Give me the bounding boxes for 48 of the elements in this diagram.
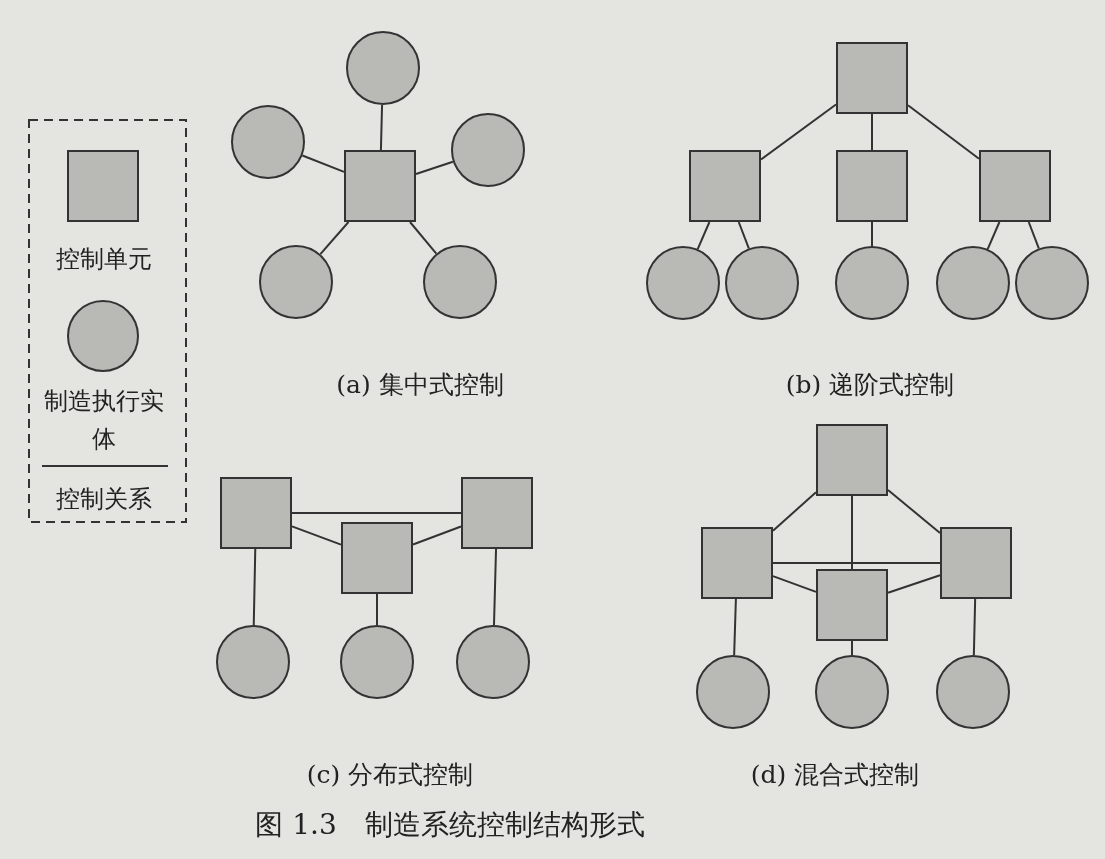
control-square xyxy=(816,569,888,641)
control-square xyxy=(816,424,888,496)
subfigure-caption: (c) 分布式控制 xyxy=(306,759,474,791)
connector-line xyxy=(252,548,257,626)
control-square xyxy=(836,42,908,114)
connector-line xyxy=(696,221,711,251)
control-square xyxy=(689,150,761,222)
connector-line xyxy=(1027,221,1040,250)
connector-line xyxy=(737,221,750,250)
control-square xyxy=(220,477,292,549)
connector-line xyxy=(379,104,384,151)
legend-label: 控制单元 xyxy=(55,244,153,275)
control-square xyxy=(979,150,1051,222)
connector-line xyxy=(851,640,853,656)
control-square xyxy=(701,527,773,599)
connector-line xyxy=(409,221,438,255)
connector-line xyxy=(376,593,378,626)
connector-line xyxy=(319,221,350,256)
connector-line xyxy=(772,562,941,564)
connector-line xyxy=(887,574,941,594)
connector-line xyxy=(412,525,462,546)
connector-line xyxy=(986,221,1001,251)
connector-line xyxy=(871,113,873,151)
control-square xyxy=(940,527,1012,599)
subfigure-caption: (b) 递阶式控制 xyxy=(785,369,955,401)
connector-line xyxy=(291,512,462,514)
connector-line xyxy=(301,154,345,173)
legend-label: 制造执行实体 xyxy=(43,386,165,455)
connector-line xyxy=(772,575,817,593)
connector-line xyxy=(415,160,454,175)
control-square xyxy=(344,150,416,222)
connector-line xyxy=(851,495,853,570)
connector-line xyxy=(972,598,977,656)
connector-line xyxy=(733,598,737,656)
connector-line xyxy=(760,103,837,161)
connector-line xyxy=(907,104,980,160)
connector-line xyxy=(772,491,817,532)
connector-line xyxy=(291,525,342,546)
control-square xyxy=(341,522,413,594)
legend-label: 控制关系 xyxy=(55,484,153,515)
subfigure-caption: (d) 混合式控制 xyxy=(750,759,920,791)
subfigure-caption: (a) 集中式控制 xyxy=(336,369,504,401)
connector-line xyxy=(871,221,873,247)
figure-caption: 图 1.3 制造系统控制结构形式 xyxy=(255,807,645,843)
connector-line xyxy=(887,488,941,535)
connector-line xyxy=(493,548,498,626)
control-square xyxy=(461,477,533,549)
control-square xyxy=(836,150,908,222)
